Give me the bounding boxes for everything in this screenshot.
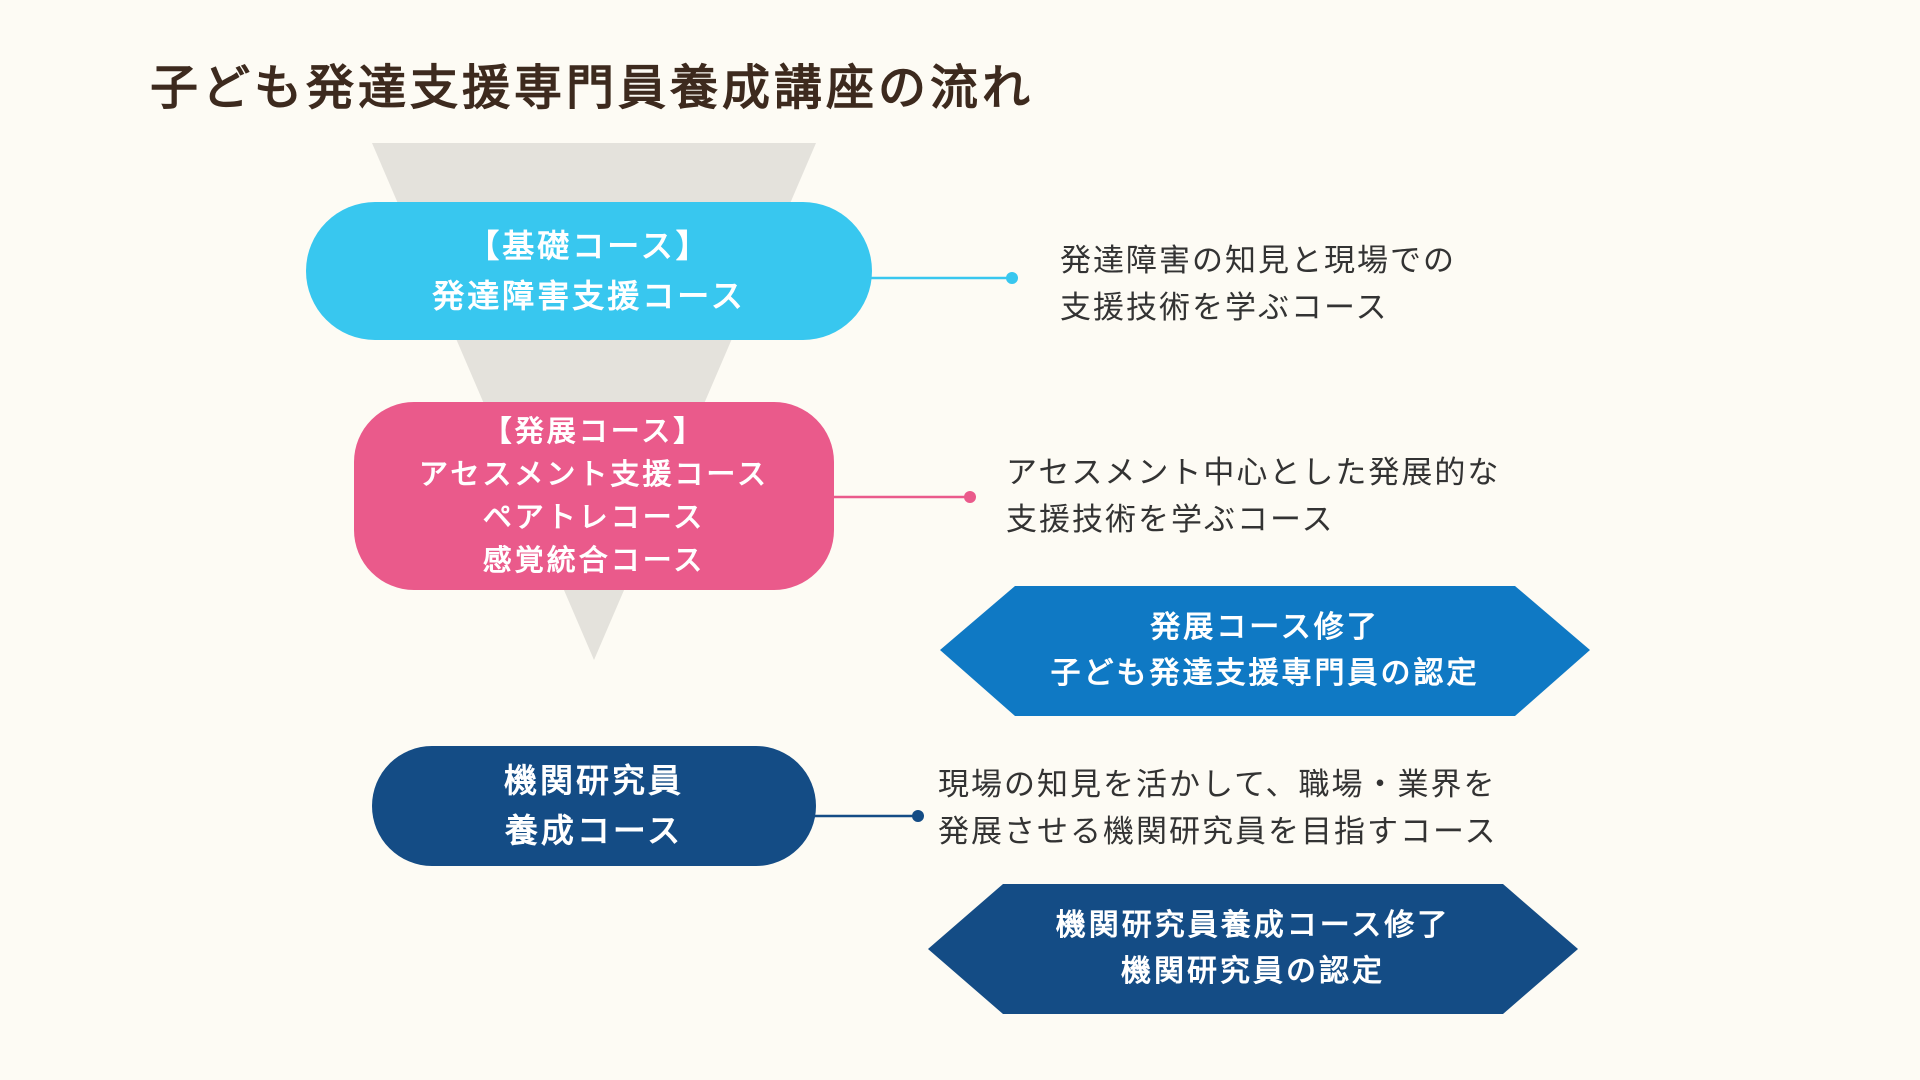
connector-basic <box>860 272 1018 284</box>
page-title: 子ども発達支援専門員養成講座の流れ <box>150 60 1035 116</box>
certification-researcher-line-1: 機関研究員養成コース修了 <box>1055 908 1451 943</box>
development-course-description: アセスメント中心とした発展的な 支援技術を学ぶコース <box>1006 450 1500 544</box>
development-description-line-1: アセスメント中心とした発展的な <box>1006 455 1501 491</box>
researcher-course-pill: 機関研究員 養成コース <box>372 746 816 866</box>
researcher-description-line-2: 発展させる機関研究員を目指すコース <box>938 814 1498 850</box>
basic-description-line-1: 発達障害の知見と現場での <box>1060 243 1456 279</box>
basic-course-pill: 【基礎コース】 発達障害支援コース <box>306 202 872 340</box>
basic-course-description: 発達障害の知見と現場での 支援技術を学ぶコース <box>1060 238 1456 332</box>
certification-development-line-2: 子ども発達支援専門員の認定 <box>1050 656 1480 691</box>
basic-description-line-2: 支援技術を学ぶコース <box>1060 290 1389 326</box>
development-course-pill: 【発展コース】 アセスメント支援コース ペアトレコース 感覚統合コース <box>354 402 834 590</box>
certification-development-hexagon <box>940 586 1590 716</box>
researcher-course-line-2: 養成コース <box>504 811 684 850</box>
development-description-line-2: 支援技術を学ぶコース <box>1006 502 1335 538</box>
researcher-course-description: 現場の知見を活かして、職場・業界を 発展させる機関研究員を目指すコース <box>938 762 1497 856</box>
certification-development-line-1: 発展コース修了 <box>1150 610 1380 645</box>
researcher-description-line-1: 現場の知見を活かして、職場・業界を <box>938 767 1497 803</box>
development-course-item-assessment: アセスメント支援コース <box>419 457 769 491</box>
basic-course-name: 発達障害支援コース <box>432 277 746 315</box>
connector-development <box>822 491 976 503</box>
researcher-course-line-1: 機関研究員 <box>504 761 684 800</box>
development-course-item-parent-training: ペアトレコース <box>482 500 706 534</box>
certification-development-label: 発展コース修了 子ども発達支援専門員の認定 <box>940 586 1590 716</box>
certification-researcher-line-2: 機関研究員の認定 <box>1121 954 1385 989</box>
certification-researcher-hexagon <box>928 884 1578 1014</box>
certification-researcher-label: 機関研究員養成コース修了 機関研究員の認定 <box>928 884 1578 1014</box>
development-course-item-sensory: 感覚統合コース <box>482 543 706 577</box>
basic-course-heading: 【基礎コース】 <box>467 227 711 265</box>
development-course-heading: 【発展コース】 <box>482 414 706 448</box>
